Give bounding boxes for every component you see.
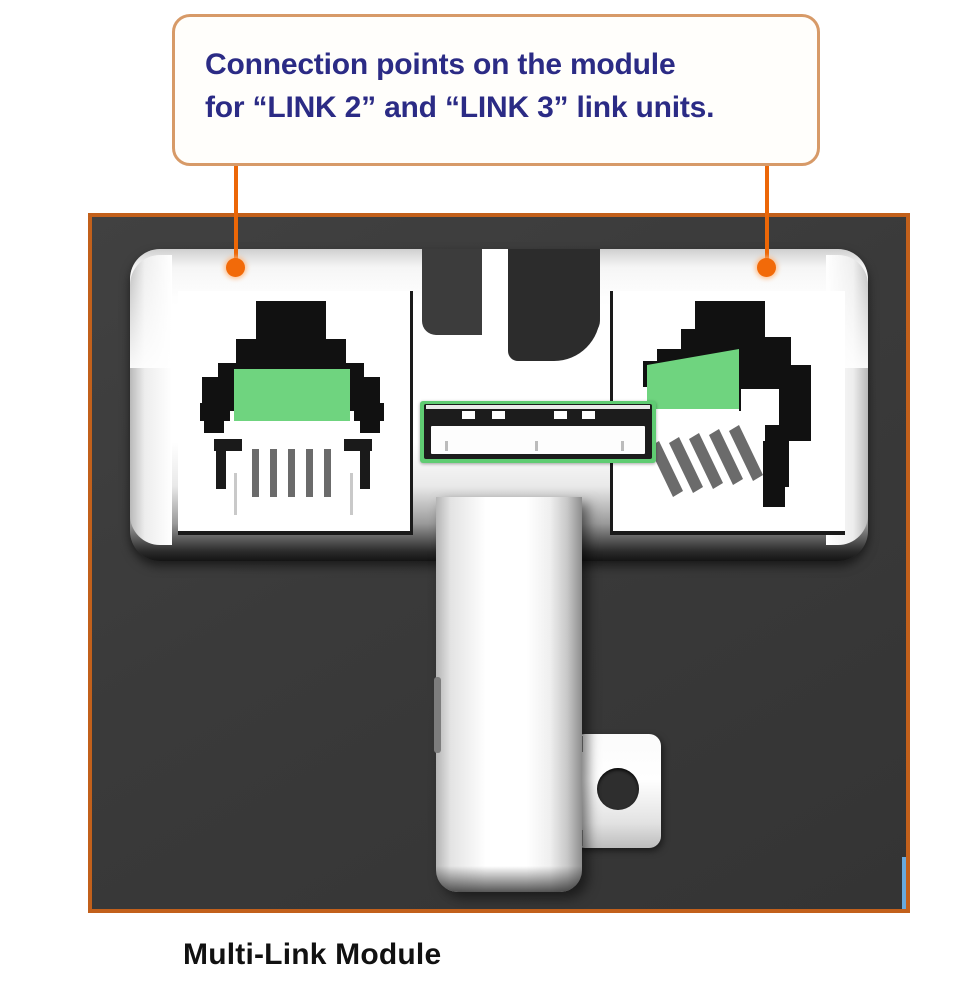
- edge-connector-contact: [462, 411, 475, 419]
- leader-dot-left-icon: [226, 258, 245, 277]
- mounting-hole: [597, 768, 639, 810]
- edge-connector-slot: [431, 426, 645, 454]
- callout-box: Connection points on the module for “LIN…: [172, 14, 820, 166]
- leader-line-left: [234, 160, 238, 270]
- module-stem-seam: [434, 677, 441, 753]
- module-top-bar-left-edge: [130, 255, 172, 545]
- edge-connector-pin: [535, 441, 538, 451]
- edge-connector[interactable]: [420, 401, 656, 463]
- edge-connector-contact: [554, 411, 567, 419]
- leader-line-right: [765, 160, 769, 270]
- edge-marker: [902, 857, 906, 909]
- module-top-notch-wedge: [508, 249, 600, 361]
- figure-caption: Multi-Link Module: [183, 938, 442, 971]
- module-stem-shading: [436, 866, 582, 892]
- link2-port-icon: [200, 301, 384, 515]
- edge-connector-contact: [492, 411, 505, 419]
- mounting-tab: [572, 734, 661, 848]
- link2-port-plate[interactable]: [178, 291, 413, 535]
- edge-connector-rail: [426, 405, 650, 409]
- leader-dot-right-icon: [757, 258, 776, 277]
- multi-link-module-body: [118, 237, 878, 892]
- edge-connector-body: [424, 404, 652, 459]
- module-stem: [434, 497, 582, 892]
- edge-connector-pin: [621, 441, 624, 451]
- module-top-notch-tongue: [482, 249, 508, 353]
- edge-connector-pin: [445, 441, 448, 451]
- callout-text: Connection points on the module for “LIN…: [205, 48, 715, 125]
- edge-connector-contact: [582, 411, 595, 419]
- module-photo-frame: [88, 213, 910, 913]
